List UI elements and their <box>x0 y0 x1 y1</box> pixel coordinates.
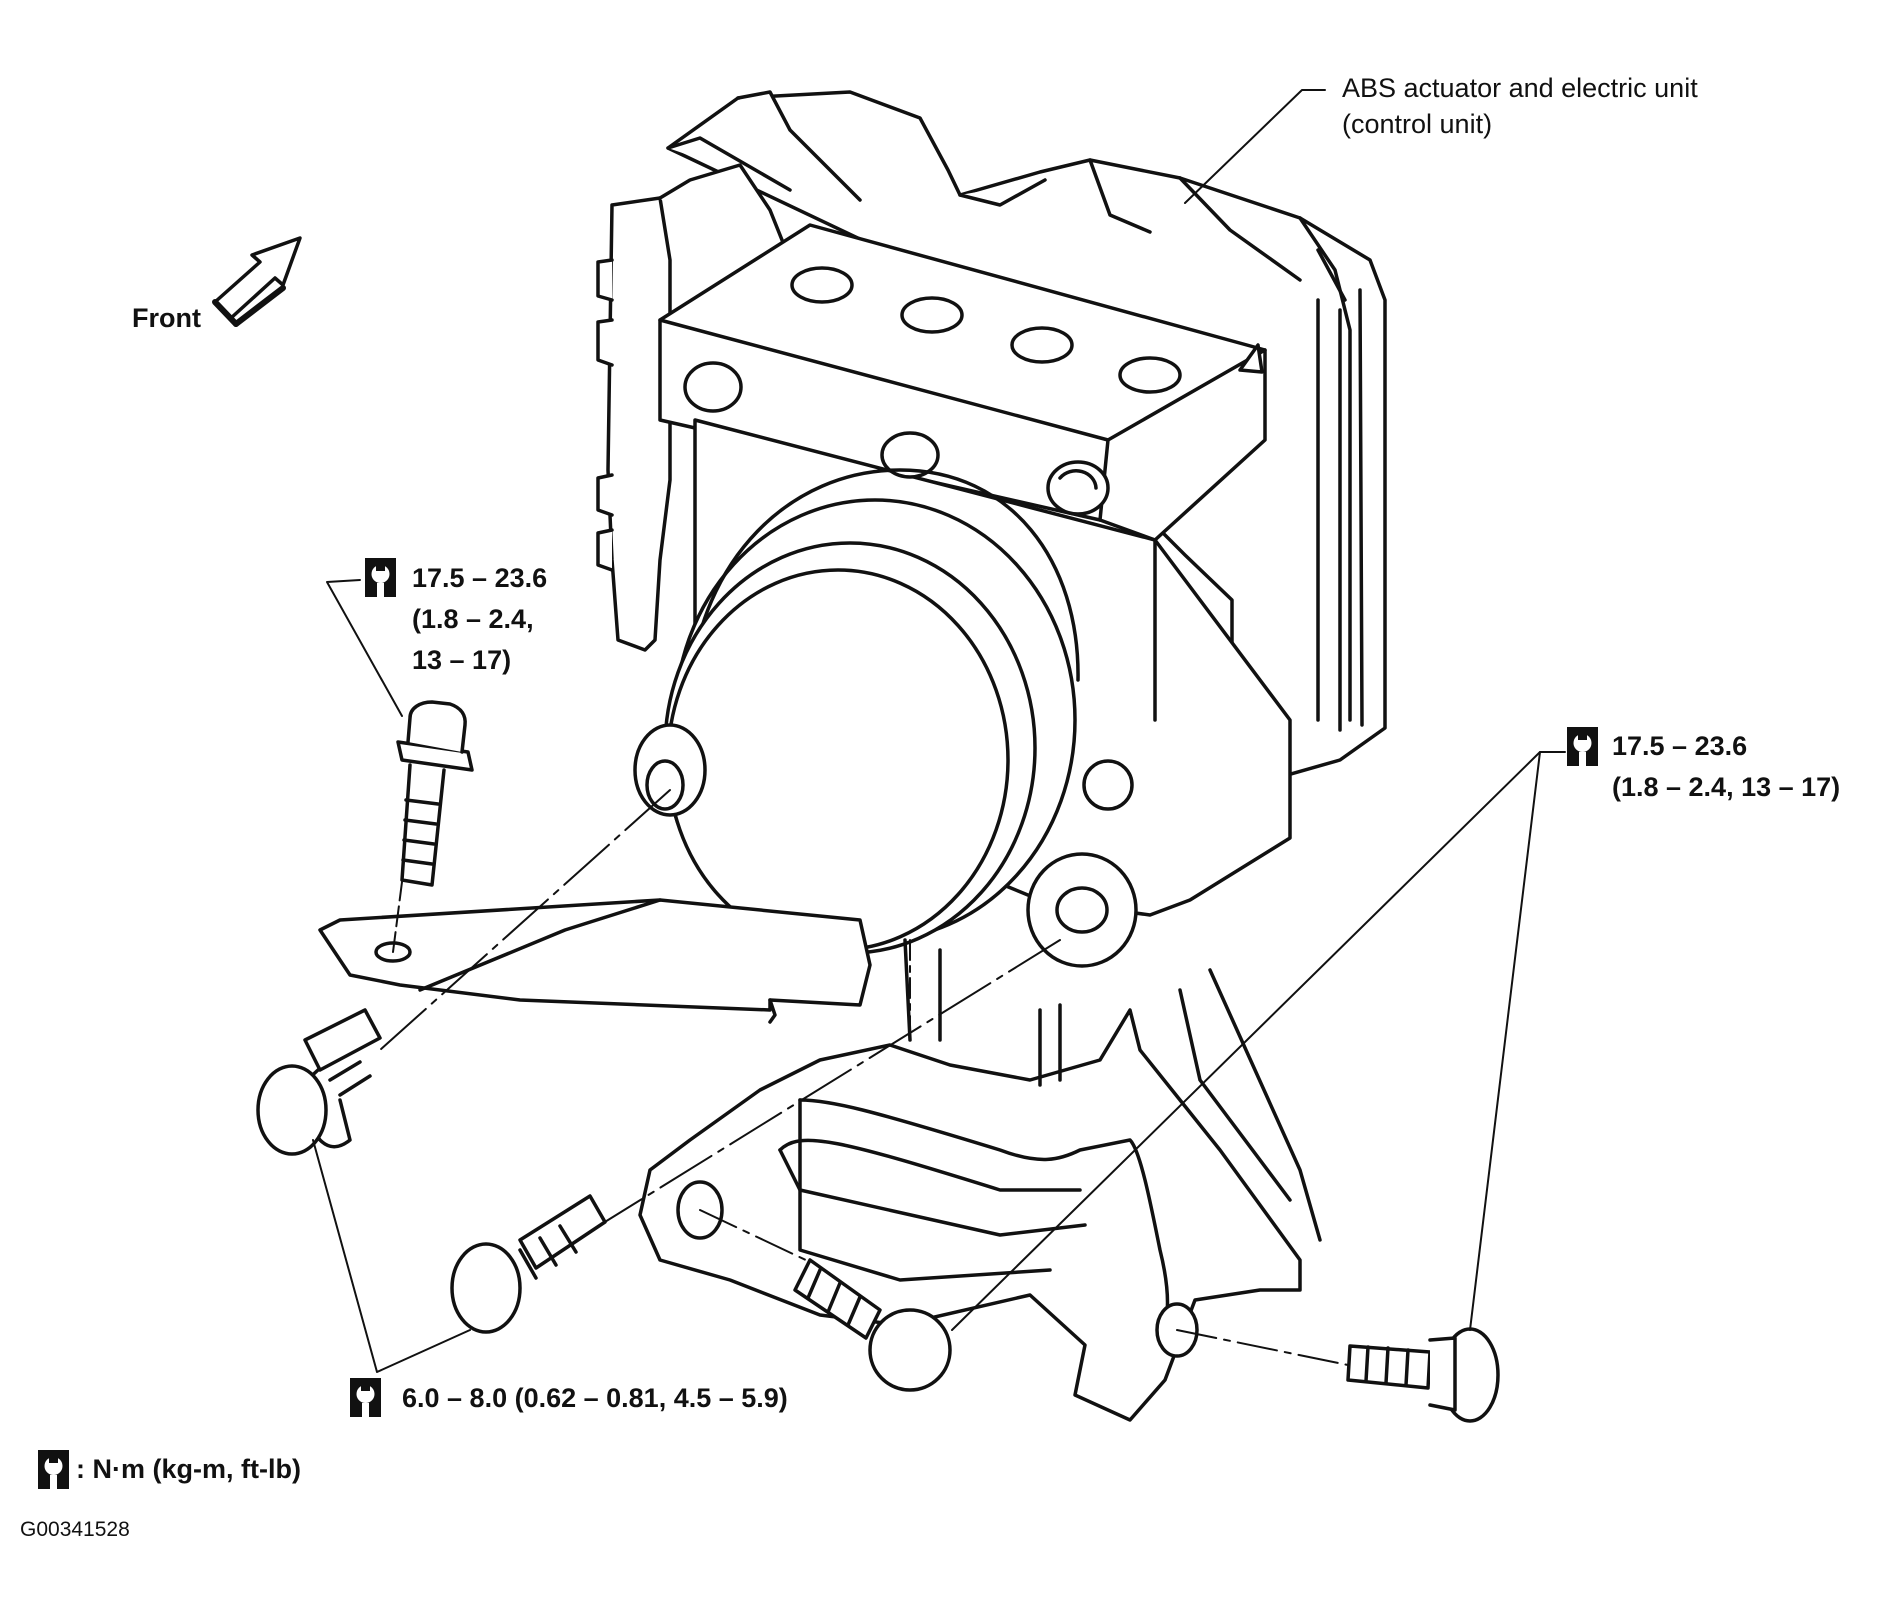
bolt-lower-right <box>1346 1327 1500 1423</box>
torque-spec-upper-left: 17.5 – 23.6 <box>412 563 548 593</box>
torque-spec-bottom: 6.0 – 8.0 (0.62 – 0.81, 4.5 – 5.9) <box>402 1383 788 1413</box>
lower-bracket <box>638 938 1322 1422</box>
torque-wrench-icon <box>1567 727 1598 766</box>
front-label: Front <box>132 303 201 333</box>
torque-wrench-icon <box>38 1450 69 1489</box>
leader-lines <box>312 89 1566 1373</box>
upper-bracket <box>318 898 872 1024</box>
bolt-lower-middle <box>793 1258 952 1392</box>
part-name-label: ABS actuator and electric unit <box>1342 73 1698 103</box>
bolt-lower-left <box>450 1194 607 1334</box>
bolt-upper-left <box>396 700 474 887</box>
legend-units: : N·m (kg-m, ft-lb) <box>76 1454 301 1484</box>
part-name-label-line2: (control unit) <box>1342 109 1493 139</box>
abs-actuator-unit <box>596 90 1387 968</box>
torque-spec-right: 17.5 – 23.6 <box>1612 731 1748 761</box>
torque-wrench-icon <box>350 1378 381 1417</box>
torque-spec-upper-left-line3: 13 – 17) <box>412 645 512 675</box>
figure-code: G00341528 <box>20 1518 130 1541</box>
torque-spec-right-line2: (1.8 – 2.4, 13 – 17) <box>1612 772 1841 802</box>
bolt-middle-left <box>256 1008 382 1156</box>
torque-spec-upper-left-line2: (1.8 – 2.4, <box>412 604 534 634</box>
front-arrow-icon <box>212 236 302 327</box>
torque-wrench-icon <box>365 558 396 597</box>
